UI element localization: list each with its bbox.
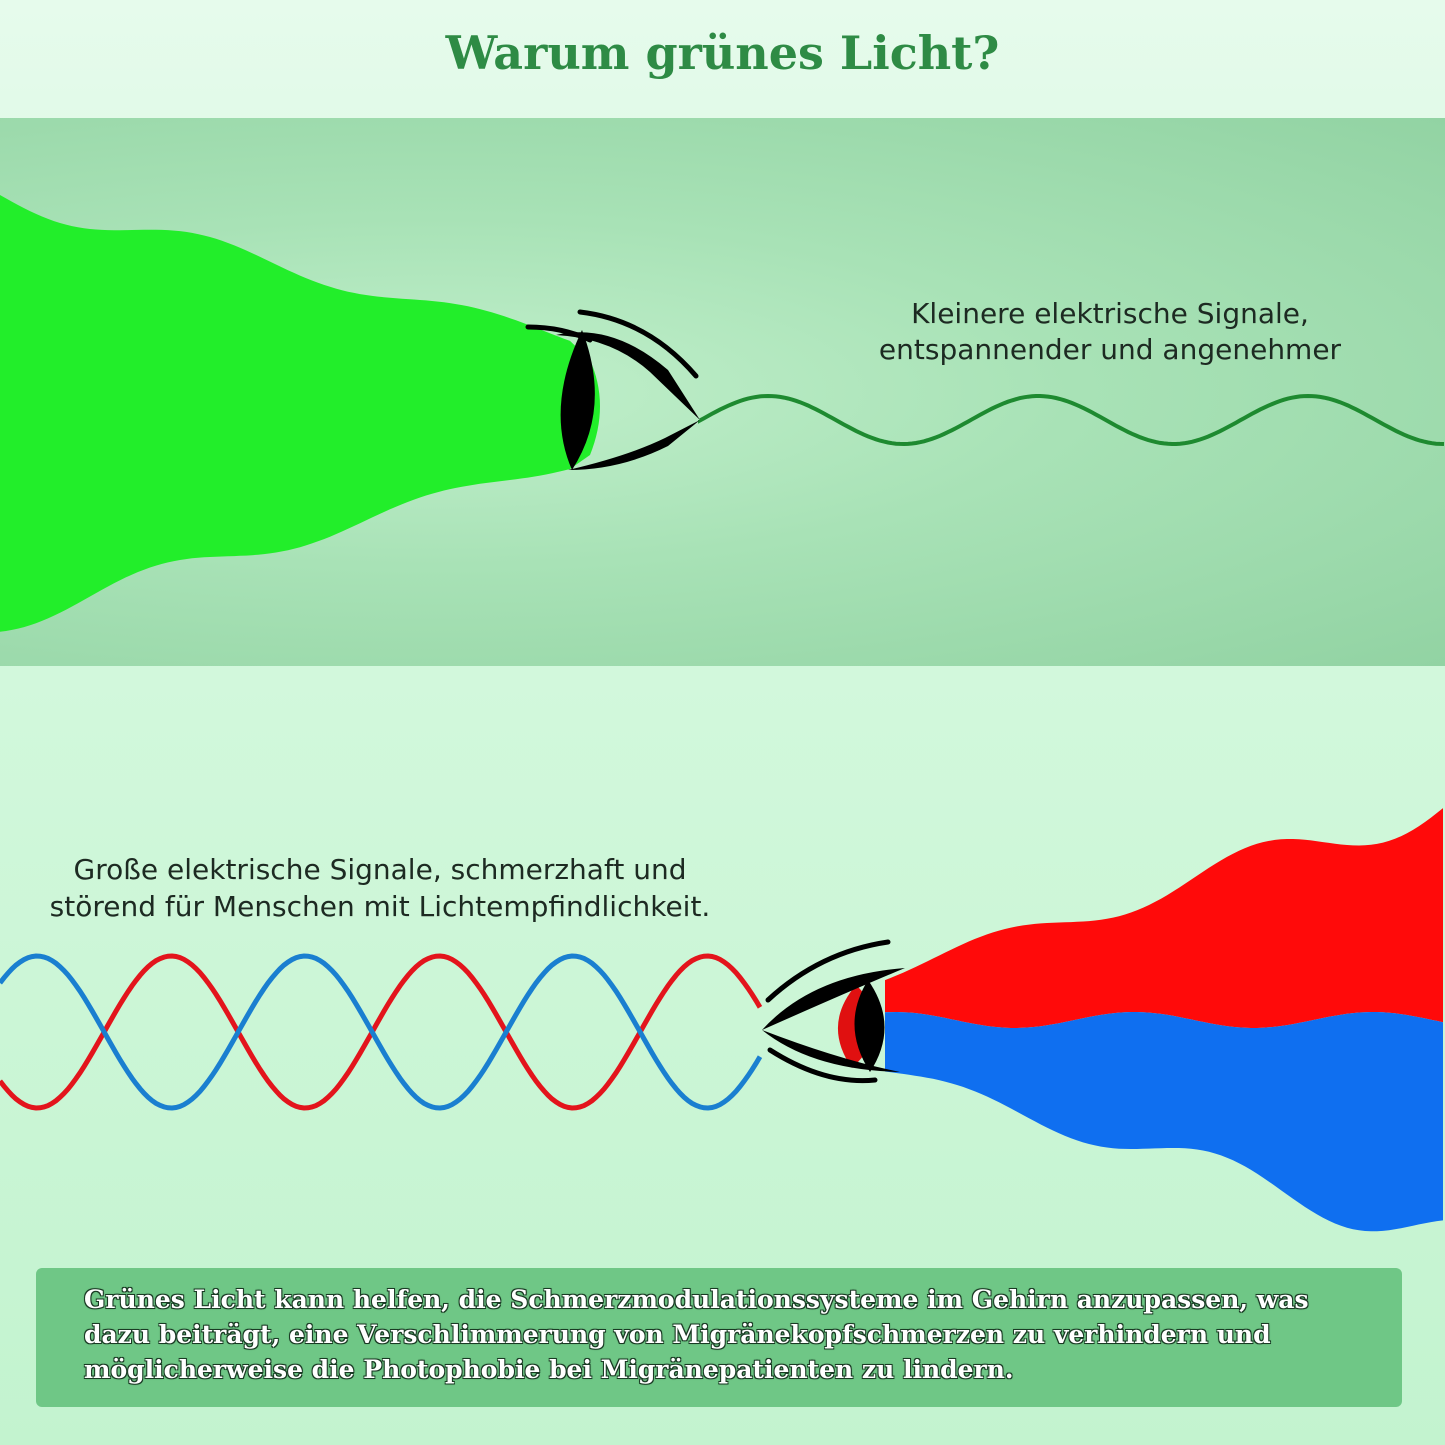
- large-signal-wave-blue: [0, 953, 763, 1111]
- info-box: Grünes Licht kann helfen, die Schmerzmod…: [36, 1268, 1402, 1407]
- blue-light-beam: [885, 1012, 1443, 1232]
- info-text: Grünes Licht kann helfen, die Schmerzmod…: [84, 1285, 1309, 1384]
- small-signal-label: Kleinere elektrische Signale, entspannen…: [878, 297, 1342, 366]
- large-signal-label: Große elektrische Signale, schmerzhaft u…: [49, 853, 711, 923]
- large-signal-wave-red: [0, 953, 763, 1111]
- green-light-beam: [0, 195, 600, 632]
- red-light-beam: [885, 808, 1443, 1028]
- page-title: Warum grünes Licht?: [445, 26, 1000, 80]
- eye-icon: [525, 309, 700, 470]
- small-signal-wave: [698, 393, 1445, 447]
- eye-icon: [762, 939, 905, 1084]
